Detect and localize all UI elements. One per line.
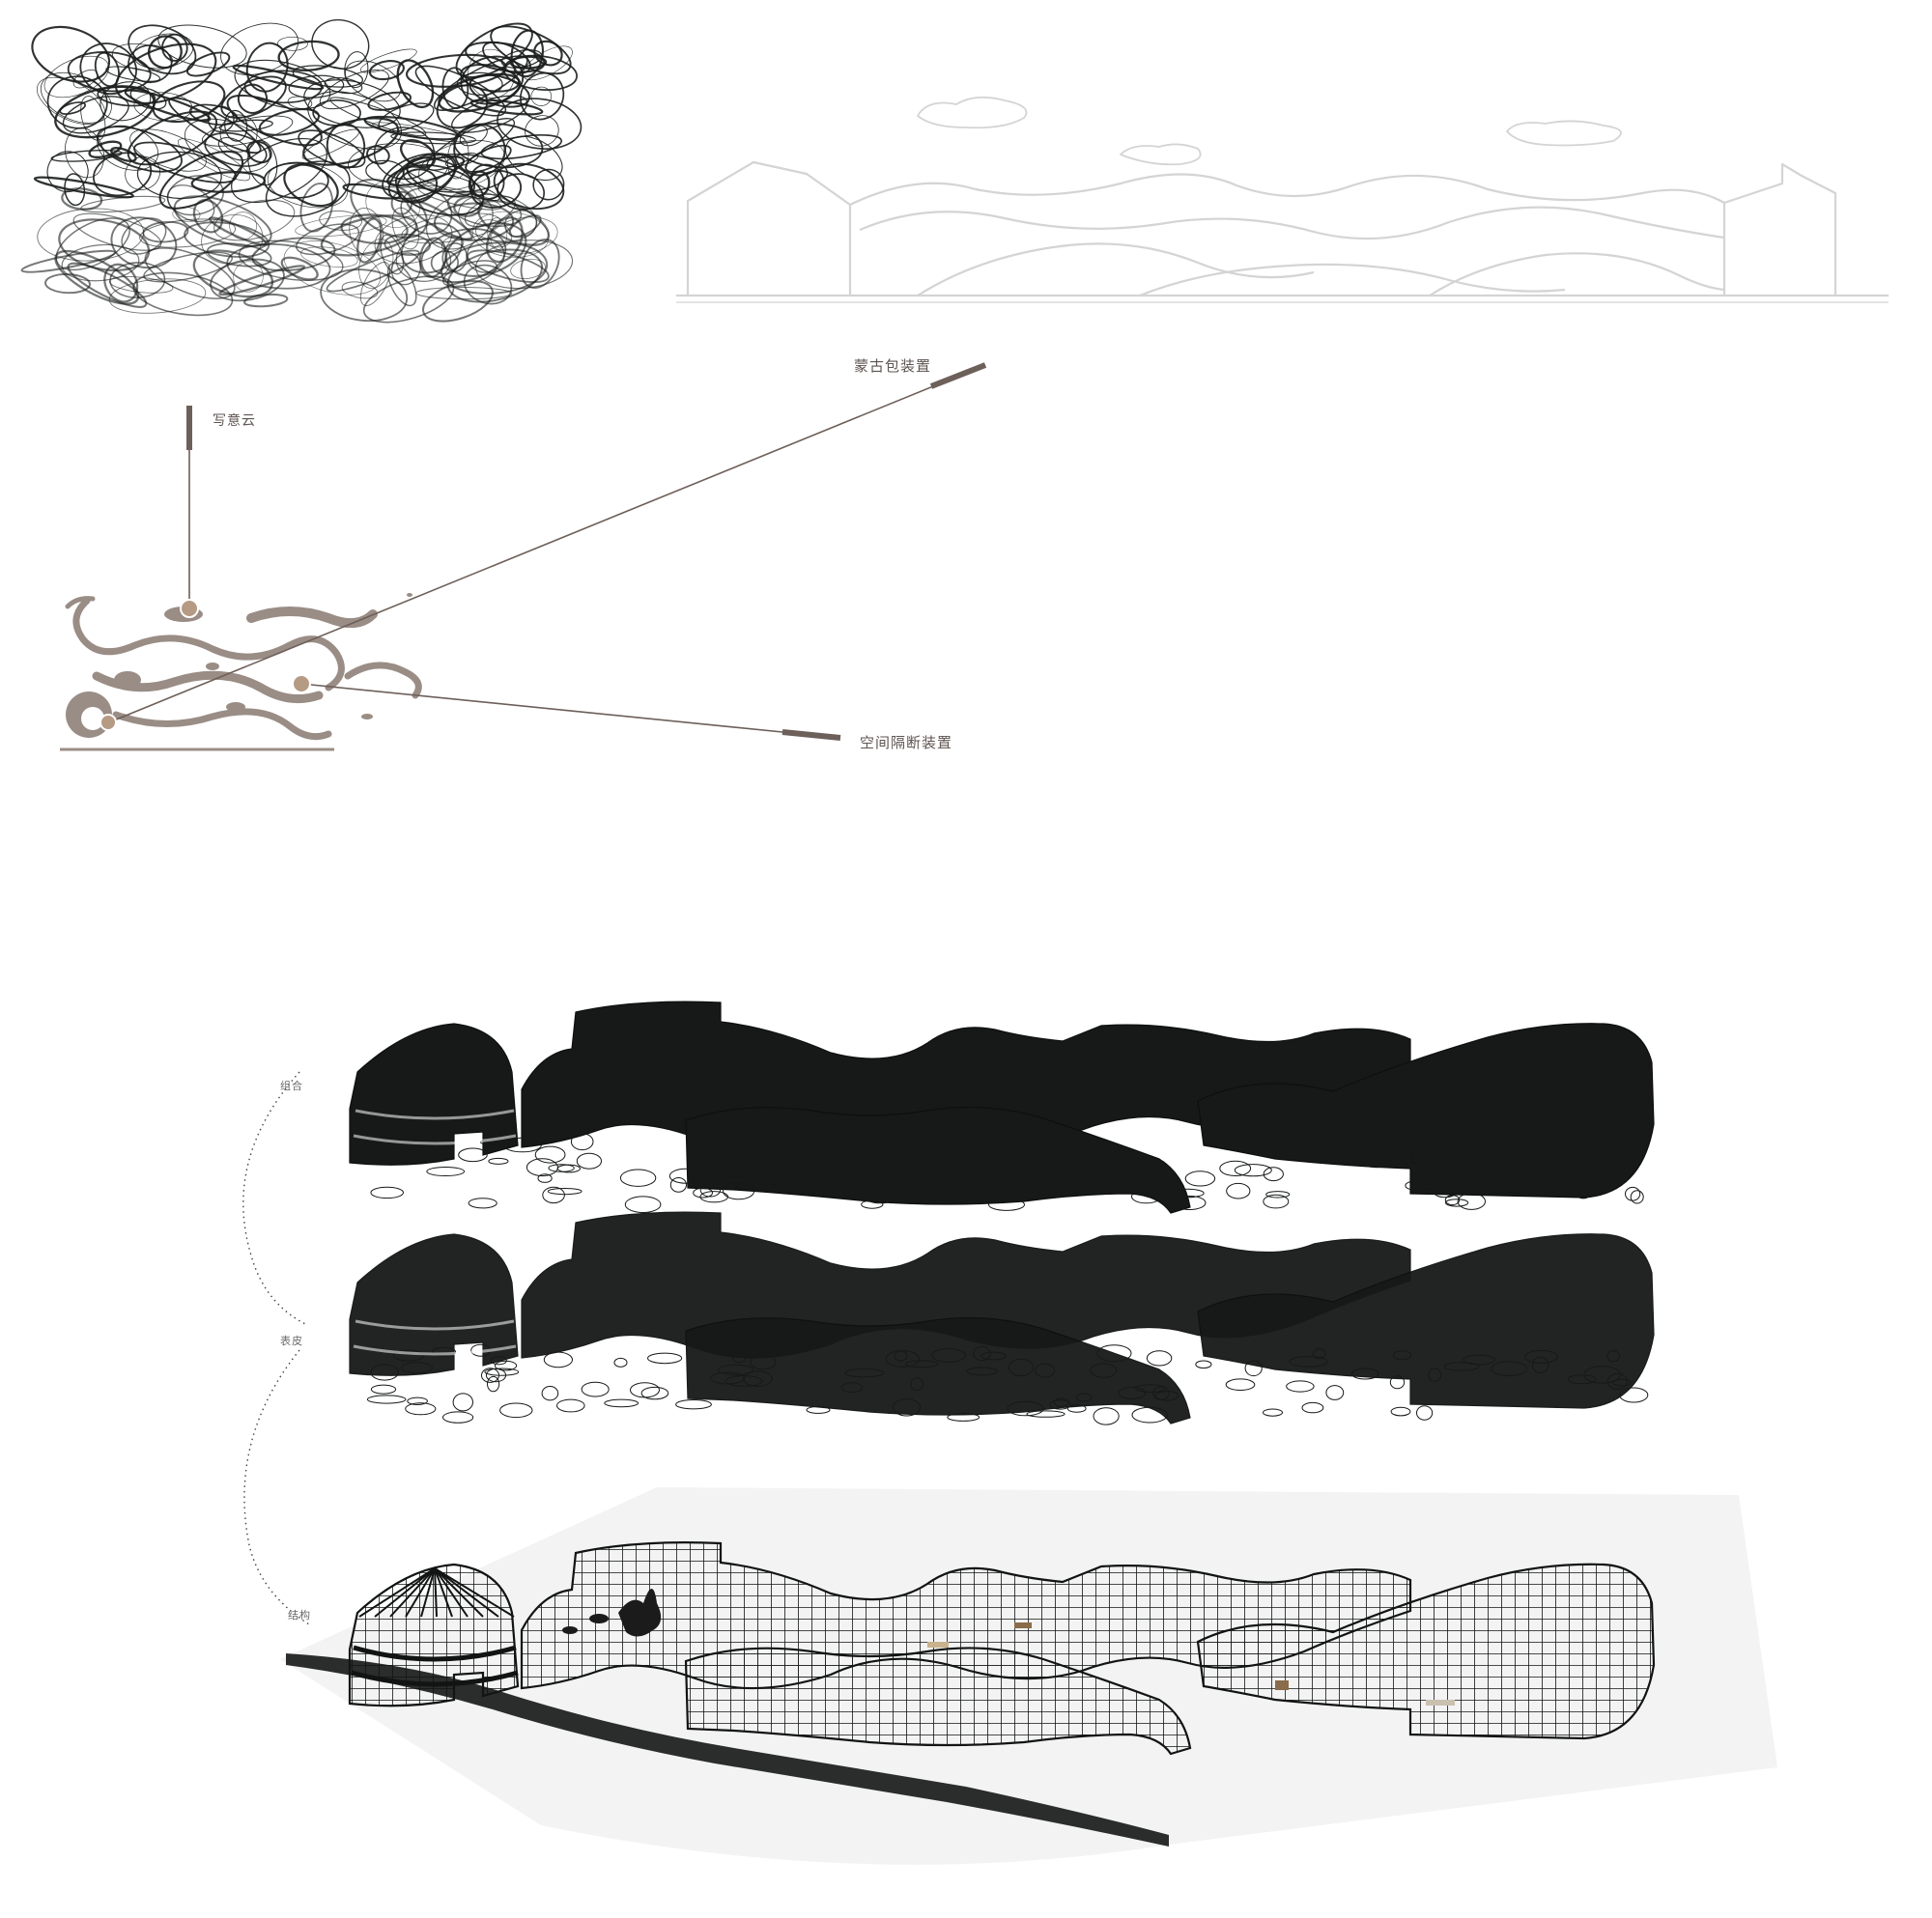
callout-label-yurt: 蒙古包装置: [854, 357, 932, 375]
structure-wall-right: [1196, 1563, 1656, 1740]
combined-yurt: [349, 1023, 519, 1166]
combined-wall-right: [1197, 1023, 1655, 1199]
layer-skin: [349, 1211, 1655, 1425]
plan-diagram: [60, 362, 987, 751]
callout-nodes: [99, 599, 311, 731]
elevation-right-block: [1722, 162, 1837, 296]
structure-yurt-ribs: [351, 1567, 519, 1687]
elevation-left-yurt: [686, 160, 852, 296]
layer-label-skin: 表皮: [280, 1335, 303, 1347]
callout-node-partition: [292, 674, 311, 693]
elevation-hill-front-2: [1139, 263, 1566, 297]
combined-yurt-bands: [353, 1109, 517, 1145]
elevation-hill-back: [849, 173, 1725, 206]
elevation-hill-mid: [859, 206, 1725, 240]
elevation-hill-right: [1429, 252, 1725, 296]
skin-wall-front: [685, 1316, 1191, 1424]
structure-ground-edge: [286, 1653, 1169, 1847]
layer-connector-arcs: [242, 1071, 310, 1625]
plan-wall-bands: [65, 596, 422, 741]
callout-label-cloud: 写意云: [213, 413, 256, 429]
site-elevation-drawing: [676, 96, 1889, 303]
arc-skin-structure: [243, 1349, 310, 1625]
ink-cloud-sketch: [20, 18, 582, 324]
skin-wall-right: [1197, 1233, 1655, 1409]
callout-end-bars: [186, 362, 987, 741]
callout-end-bar-yurt: [929, 362, 987, 389]
structure-wall-front: [684, 1647, 1192, 1756]
callout-line-partition: [300, 683, 803, 735]
elevation-cloud-2: [1120, 143, 1202, 166]
layer-combined: [349, 1001, 1655, 1214]
callout-node-yurt: [99, 714, 117, 731]
skin-yurt-bands: [353, 1319, 517, 1356]
elevation-hill-front: [917, 242, 1315, 296]
structure-exhibit-objects: [562, 1589, 1455, 1706]
callout-lines: [103, 364, 986, 735]
skin-scribble-texture: [366, 1343, 1649, 1425]
combined-wall-front: [685, 1106, 1191, 1214]
callout-line-yurt: [103, 364, 986, 725]
combined-scribble-texture: [357, 1133, 1644, 1213]
skin-yurt: [349, 1233, 519, 1376]
elevation-cloud-3: [1506, 120, 1622, 147]
layer-label-combined: 组合: [280, 1080, 303, 1092]
elevation-cloud-1: [917, 96, 1028, 129]
callout-label-partition: 空间隔断装置: [860, 734, 953, 751]
exploded-layers: [280, 1001, 1777, 1865]
arc-combined-skin: [242, 1071, 308, 1326]
callout-node-cloud: [180, 599, 199, 618]
layer-structure: [348, 1541, 1656, 1756]
callout-end-bar-partition: [781, 729, 841, 741]
layer-label-structure: 结构: [288, 1609, 311, 1622]
